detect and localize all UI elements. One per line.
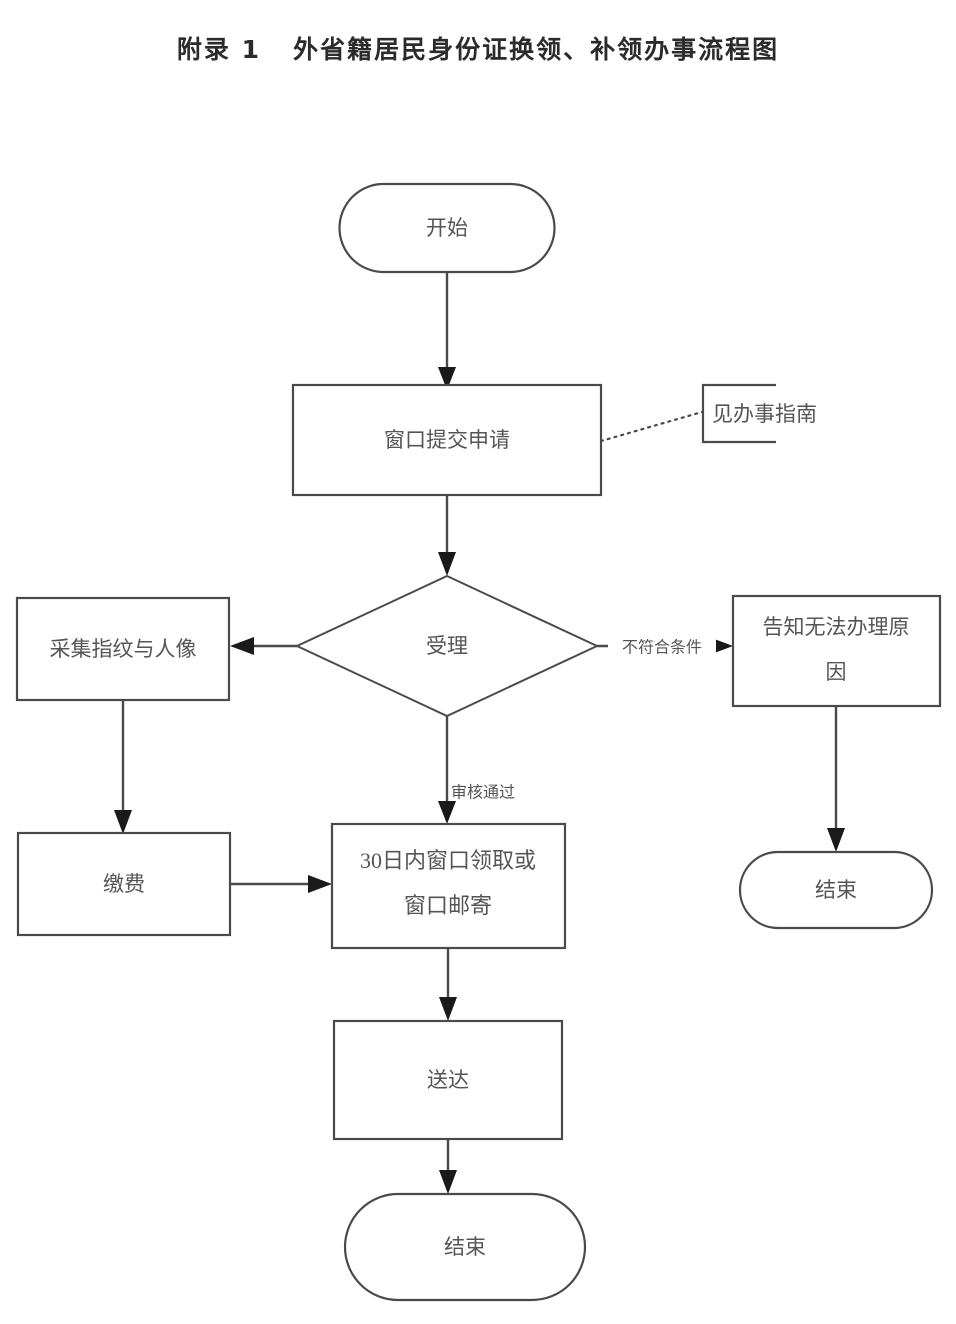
edge-deliver-to-end: [439, 1139, 457, 1194]
node-delivery[interactable]: 送达: [332, 1019, 564, 1141]
edge-collect-to-pay: [114, 700, 132, 834]
node-payment[interactable]: 缴费: [16, 831, 232, 937]
annotation-guide-note: 见办事指南: [701, 383, 817, 444]
edge-submit-to-note: [599, 410, 704, 443]
node-reject-notice-label-line1: 告知无法办理原: [763, 615, 910, 639]
node-pickup-or-mail-label-line1: 30日内窗口领取或: [360, 848, 536, 873]
node-reject-notice-label-line2: 因: [826, 660, 847, 684]
node-reject-notice[interactable]: 告知无法办理原 因: [731, 594, 942, 708]
edge-label-not-qualified-text: 不符合条件: [622, 638, 702, 657]
edge-reject-to-end: [827, 705, 845, 852]
page-title: 附录 1 外省籍居民身份证换领、补领办事流程图: [176, 35, 780, 64]
edge-accept-to-collect: [230, 637, 297, 655]
node-end-reject[interactable]: 结束: [738, 850, 934, 930]
node-end-main[interactable]: 结束: [343, 1192, 587, 1302]
node-end-reject-label: 结束: [815, 878, 857, 902]
edge-pay-to-pickup: [230, 875, 332, 893]
node-submit-application-label: 窗口提交申请: [384, 428, 510, 452]
node-payment-label: 缴费: [103, 872, 145, 896]
node-accept-decision-label: 受理: [426, 634, 468, 658]
node-start[interactable]: 开始: [338, 182, 556, 274]
edge-label-not-qualified: 不符合条件: [608, 634, 716, 660]
edge-accept-to-pickup: [438, 715, 456, 824]
node-accept-decision[interactable]: 受理: [294, 574, 600, 718]
edge-start-to-submit: [438, 272, 456, 390]
node-start-label: 开始: [426, 216, 468, 240]
node-collect-biometrics-label: 采集指纹与人像: [50, 637, 197, 661]
node-delivery-label: 送达: [427, 1068, 469, 1092]
node-submit-application[interactable]: 窗口提交申请: [291, 383, 603, 497]
edge-pickup-to-deliver: [439, 947, 457, 1021]
edge-label-approved-text: 审核通过: [451, 783, 515, 802]
node-end-main-label: 结束: [444, 1235, 486, 1259]
node-pickup-or-mail[interactable]: 30日内窗口领取或 窗口邮寄: [330, 822, 567, 950]
node-pickup-or-mail-label-line2: 窗口邮寄: [404, 893, 492, 918]
edge-label-approved: 审核通过: [451, 783, 515, 802]
annotation-guide-note-label: 见办事指南: [712, 402, 817, 426]
node-collect-biometrics[interactable]: 采集指纹与人像: [15, 596, 231, 702]
edge-submit-to-accept: [438, 495, 456, 576]
